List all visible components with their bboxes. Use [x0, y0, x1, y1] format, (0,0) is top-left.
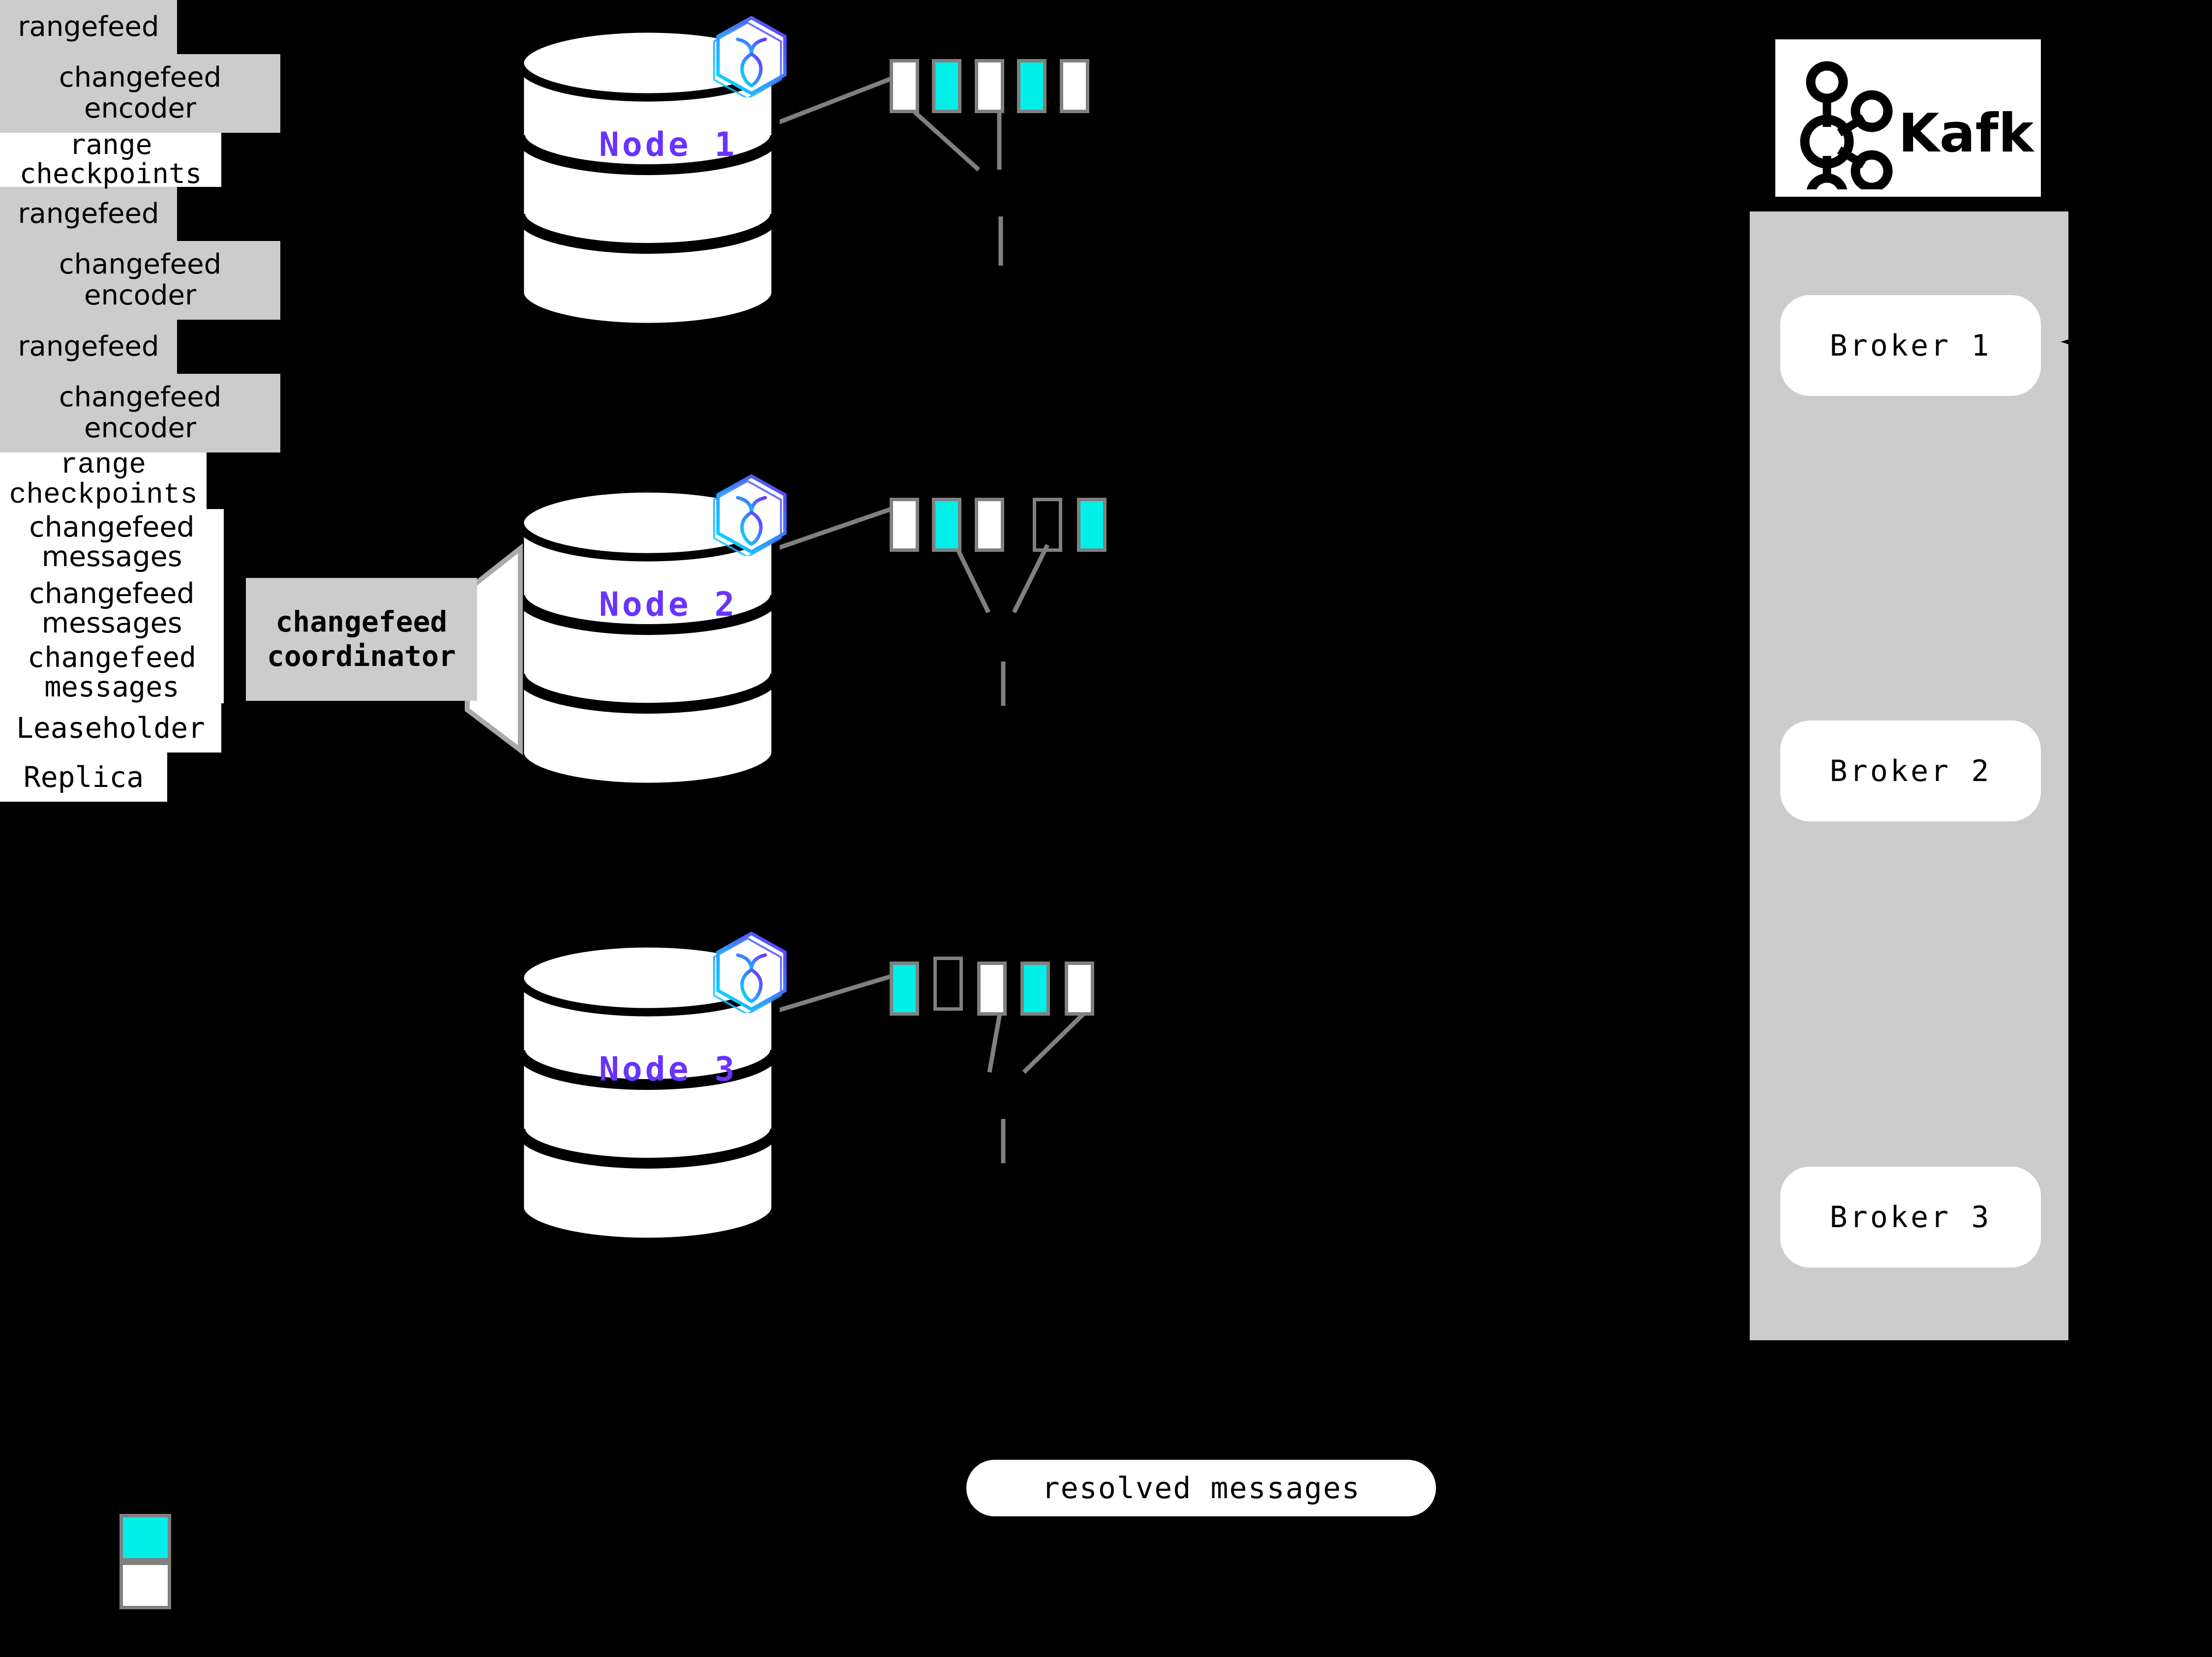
kafka-logo: Kafka [1800, 61, 2036, 189]
range-box-leaseholder[interactable] [1020, 962, 1050, 1016]
range-box-replica[interactable] [1065, 962, 1094, 1016]
cockroachdb-logo [713, 931, 787, 1013]
line-node3-range5-rangefeed [1022, 1006, 1091, 1074]
changefeed-messages-label-3: changefeed messages [0, 642, 224, 703]
kafka-wordmark: Kafka [1898, 103, 2036, 164]
changefeed-messages-label-2: changefeed messages [0, 575, 224, 642]
range-checkpoints-line1: range [69, 129, 152, 161]
resolved-messages-pill[interactable]: resolved messages [966, 1460, 1436, 1516]
encoder-label-line2: encoder [84, 412, 197, 444]
range-checkpoints-line2: checkpoints [19, 158, 202, 190]
range-box-empty[interactable] [1033, 498, 1062, 552]
legend-label-leaseholder: Leaseholder [0, 703, 221, 753]
node-3-range-checkpoints-label: range checkpoints [0, 449, 207, 512]
line-node3-range3-rangefeed [987, 1008, 1003, 1073]
legend-swatch-leaseholder [120, 1514, 171, 1562]
rangefeed-label: rangefeed [18, 197, 159, 230]
encoder-label-line2: encoder [84, 279, 197, 311]
node-1-rangefeed-box[interactable]: rangefeed [0, 0, 177, 54]
legend-text: Leaseholder [16, 711, 206, 745]
broker-1[interactable]: Broker 1 [1780, 295, 2041, 396]
range-box-replica[interactable] [1060, 59, 1089, 113]
range-box-leaseholder[interactable] [932, 59, 961, 113]
changefeed-messages-label-1: changefeed messages [0, 509, 224, 575]
node-1-cylinder [514, 25, 782, 330]
changefeed-coordinator-box[interactable]: changefeed coordinator [246, 578, 477, 701]
rangefeed-label: rangefeed [18, 10, 159, 43]
range-box-empty[interactable] [933, 957, 963, 1011]
range-box-replica[interactable] [977, 962, 1007, 1016]
broker-label: Broker 3 [1829, 1200, 1992, 1235]
broker-label: Broker 1 [1829, 328, 1992, 363]
node-3-cylinder [514, 939, 782, 1244]
cockroachdb-logo [713, 474, 787, 556]
range-box-replica[interactable] [890, 498, 919, 552]
line-node1-to-ranges [776, 76, 892, 125]
message-line1: changefeed [29, 511, 195, 543]
message-line2: messages [44, 670, 179, 703]
range-box-leaseholder[interactable] [932, 498, 961, 552]
message-line1: changefeed [27, 641, 197, 674]
node-2-rangefeed-box[interactable]: rangefeed [0, 187, 177, 241]
cockroachdb-logo [713, 15, 787, 97]
rangefeed-label: rangefeed [18, 330, 159, 362]
node-2-changefeed-encoder-box[interactable]: changefeed encoder [0, 241, 280, 320]
resolved-messages-label: resolved messages [1042, 1471, 1361, 1506]
node-1-label: Node 1 [599, 125, 738, 164]
kafka-logo-box: Kafka [1775, 39, 2041, 197]
line-node2-to-ranges [776, 507, 892, 551]
incoming-arrow-icon [2061, 333, 2088, 350]
node-1-range-checkpoints-label: range checkpoints [0, 129, 221, 190]
broker-3[interactable]: Broker 3 [1780, 1167, 2041, 1267]
node-1-changefeed-encoder-box[interactable]: changefeed encoder [0, 54, 280, 133]
range-box-leaseholder[interactable] [890, 962, 919, 1016]
range-box-replica[interactable] [975, 59, 1004, 113]
legend-swatch-replica [120, 1562, 171, 1609]
encoder-label-line1: changefeed [59, 61, 222, 94]
message-line1: changefeed [29, 577, 195, 610]
message-line2: messages [41, 606, 182, 639]
node-3-label: Node 3 [599, 1050, 738, 1089]
line-node3-to-ranges [776, 974, 892, 1013]
range-box-leaseholder[interactable] [1017, 59, 1046, 113]
node-3-changefeed-encoder-box[interactable]: changefeed encoder [0, 374, 280, 452]
range-checkpoints-line2: checkpoints [9, 479, 198, 512]
encoder-label-line2: encoder [84, 92, 197, 124]
line-node1-range1-rangefeed [913, 110, 981, 172]
broker-2[interactable]: Broker 2 [1780, 721, 2041, 821]
coordinator-line2: coordinator [267, 639, 456, 673]
range-box-replica[interactable] [890, 59, 919, 113]
range-checkpoints-line1: range [60, 449, 147, 482]
encoder-label-line1: changefeed [59, 381, 222, 414]
range-box-replica[interactable] [975, 498, 1004, 552]
node-2-cylinder [514, 484, 782, 789]
node-3-rangefeed-box[interactable]: rangefeed [0, 320, 177, 374]
node-2-label: Node 2 [599, 585, 738, 624]
legend-label-replica: Replica [0, 753, 167, 802]
legend-text: Replica [23, 760, 144, 794]
message-line2: messages [41, 540, 182, 573]
line-node2-range2-rangefeed [953, 544, 991, 613]
encoder-label-line1: changefeed [59, 248, 222, 281]
range-box-leaseholder[interactable] [1077, 498, 1106, 552]
broker-label: Broker 2 [1829, 753, 1992, 788]
coordinator-line1: changefeed [275, 605, 448, 639]
line-node2-range4-rangefeed [1012, 543, 1050, 614]
